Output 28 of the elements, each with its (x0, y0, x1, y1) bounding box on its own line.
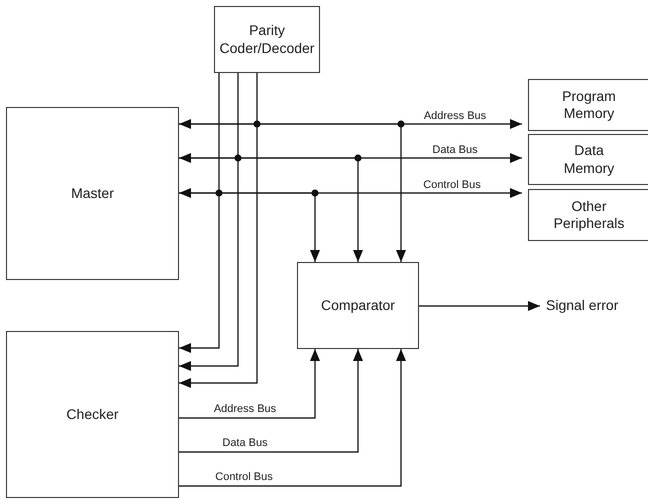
arrow (179, 123, 406, 262)
arrow (179, 119, 522, 129)
block-box (528, 79, 648, 131)
arrow (179, 349, 320, 419)
block-box (528, 189, 648, 241)
output-label: Signal error (546, 297, 618, 315)
arrow (179, 349, 363, 453)
arrow (179, 73, 220, 353)
block-box (528, 134, 648, 185)
block-label: Master (71, 184, 114, 202)
block-box (297, 262, 419, 349)
block-box (214, 6, 320, 73)
arrow (419, 301, 540, 311)
block-box (6, 107, 179, 280)
block-label: Data Memory (562, 142, 616, 177)
block-label: Parity Coder/Decoder (218, 22, 316, 57)
block-label: Program Memory (561, 88, 617, 122)
block-label: Comparator (321, 296, 395, 314)
arrow (179, 153, 522, 163)
arrow (179, 73, 239, 371)
arrow (179, 192, 320, 262)
arrow (179, 349, 406, 487)
arrow (179, 188, 522, 198)
arrow (179, 73, 258, 388)
block-box (6, 331, 179, 498)
arrow (179, 157, 363, 262)
block-label: Other Peripherals (552, 198, 626, 232)
block-label: Checker (66, 406, 119, 424)
